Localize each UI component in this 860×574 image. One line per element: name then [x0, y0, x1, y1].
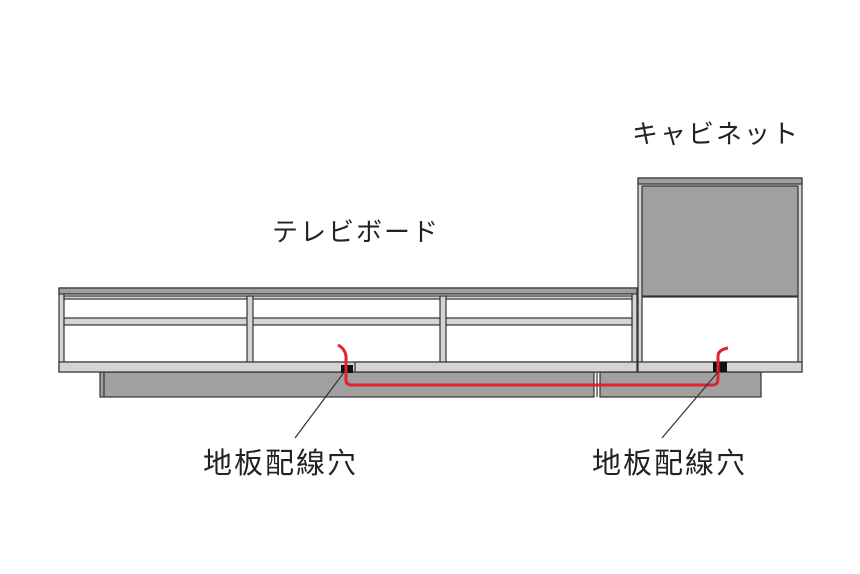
tv-board-label: テレビボード — [272, 218, 441, 248]
cabinet-top — [637, 177, 803, 185]
cabinet-door-panel — [641, 185, 799, 297]
leader-line-left — [294, 370, 346, 439]
cabinet-label: キャビネット — [632, 120, 801, 150]
tv-board — [58, 287, 638, 373]
leader-line-right — [661, 371, 719, 439]
tv-board-divider-1 — [246, 295, 254, 363]
tv-board-interior — [63, 293, 633, 363]
tv-board-floor-right — [354, 361, 638, 373]
wiring-hole-label-right: 地板配線穴 — [592, 446, 748, 480]
wiring-hole-right — [713, 362, 727, 372]
wiring-hole-label-left: 地板配線穴 — [203, 446, 359, 480]
tv-board-divider-2 — [439, 295, 447, 363]
cabinet — [637, 177, 803, 373]
tv-board-rail — [63, 295, 633, 300]
cable — [337, 343, 729, 387]
tv-board-shelf — [63, 317, 633, 326]
tv-board-top-edge — [58, 287, 638, 295]
tv-board-floor-left — [58, 361, 347, 373]
